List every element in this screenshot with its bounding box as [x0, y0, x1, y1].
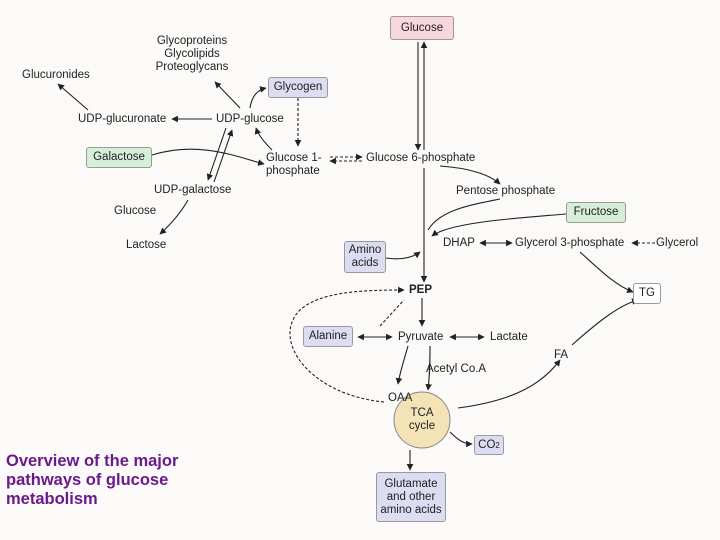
arrow-alanine-pep-dashed — [379, 299, 405, 327]
arrow-amino-trunk — [385, 251, 421, 260]
glycogen-box: Glycogen — [268, 77, 328, 98]
glycoproteins-line1: Glycoproteins — [156, 35, 228, 47]
amino-acids-line2: acids — [351, 257, 379, 269]
arrow-g1p-udpg — [254, 127, 273, 151]
fructose-box: Fructose — [566, 202, 626, 223]
tca-cycle-label: TCA cycle — [404, 407, 440, 433]
glycoproteins-line3: Proteoglycans — [155, 61, 229, 73]
fa-label: FA — [554, 349, 569, 361]
figure-caption: Overview of the major pathways of glucos… — [6, 452, 178, 509]
co2-subscript: 2 — [495, 440, 500, 450]
tca-line1: TCA — [410, 407, 434, 419]
arrow-g6p-pentose — [439, 165, 501, 185]
oaa-label: OAA — [388, 392, 413, 404]
pyruvate-label: Pyruvate — [398, 331, 444, 343]
glutamate-line3: amino acids — [380, 503, 442, 516]
arrow-galactose-g1p — [151, 148, 265, 166]
glycerol-3-phosphate-label: Glycerol 3-phosphate — [515, 237, 625, 249]
g1p-line1: Glucose 1- — [266, 152, 322, 164]
glutamate-line1: Glutamate — [384, 477, 438, 490]
caption-line3: metabolism — [6, 490, 98, 508]
arrow-udpgluc-glucuronides — [57, 83, 89, 111]
glucose-6-phosphate-label: Glucose 6-phosphate — [366, 152, 476, 164]
g1p-line2: phosphate — [266, 165, 320, 177]
arrow-fructose-dhap — [431, 213, 567, 237]
glutamate-line2: and other — [386, 490, 436, 503]
glycoproteins-label: Glycoproteins Glycolipids Proteoglycans — [152, 35, 232, 74]
pep-label: PEP — [409, 284, 433, 296]
glycoproteins-line2: Glycolipids — [164, 48, 220, 60]
arrow-udpg-glycogen — [249, 86, 267, 109]
glucose-1-phosphate-label: Glucose 1- phosphate — [266, 152, 322, 178]
glucose-box: Glucose — [390, 16, 454, 40]
arrow-acetyl-fa — [457, 359, 561, 409]
alanine-box: Alanine — [303, 326, 353, 347]
arrow-g3p-tg — [579, 251, 634, 293]
arrow-pentose-trunk — [427, 198, 501, 231]
tg-box: TG — [633, 283, 661, 304]
pentose-phosphate-label: Pentose phosphate — [456, 185, 556, 197]
arrow-udpg-udpgal — [206, 127, 227, 181]
galactose-box: Galactose — [86, 147, 152, 168]
udp-glucuronate-label: UDP-glucuronate — [78, 113, 167, 125]
udp-galactose-label: UDP-galactose — [154, 184, 232, 196]
arrow-oaa-pep-dashed — [289, 286, 405, 403]
dhap-label: DHAP — [443, 237, 475, 249]
amino-acids-line1: Amino — [348, 244, 382, 256]
arrow-udpg-glycoproteins — [214, 81, 241, 109]
co2-label: CO — [478, 438, 496, 451]
lactose-label: Lactose — [126, 239, 167, 251]
lactate-label: Lactate — [490, 331, 528, 343]
arrow-tca-co2 — [449, 431, 473, 448]
glucuronides-label: Glucuronides — [22, 69, 90, 81]
arrow-pyr-acetyl — [425, 345, 432, 391]
glucose-small-label: Glucose — [114, 205, 157, 217]
tca-cycle-circle — [393, 391, 451, 449]
tca-line2: cycle — [408, 420, 436, 432]
arrow-udpgal-udpg — [213, 129, 234, 183]
arrow-fa-tg — [571, 298, 639, 346]
udp-glucose-label: UDP-glucose — [216, 113, 284, 125]
acetyl-coa-label: Acetyl Co.A — [426, 363, 487, 375]
arrow-udpgal-lactose — [159, 199, 189, 235]
glutamate-box: Glutamate and other amino acids — [376, 472, 446, 522]
caption-line2: pathways of glucose — [6, 471, 169, 489]
caption-line1: Overview of the major — [6, 452, 179, 470]
arrow-pyr-oaa — [395, 345, 409, 385]
glycerol-label: Glycerol — [656, 237, 699, 249]
amino-acids-box: Amino acids — [344, 241, 386, 273]
